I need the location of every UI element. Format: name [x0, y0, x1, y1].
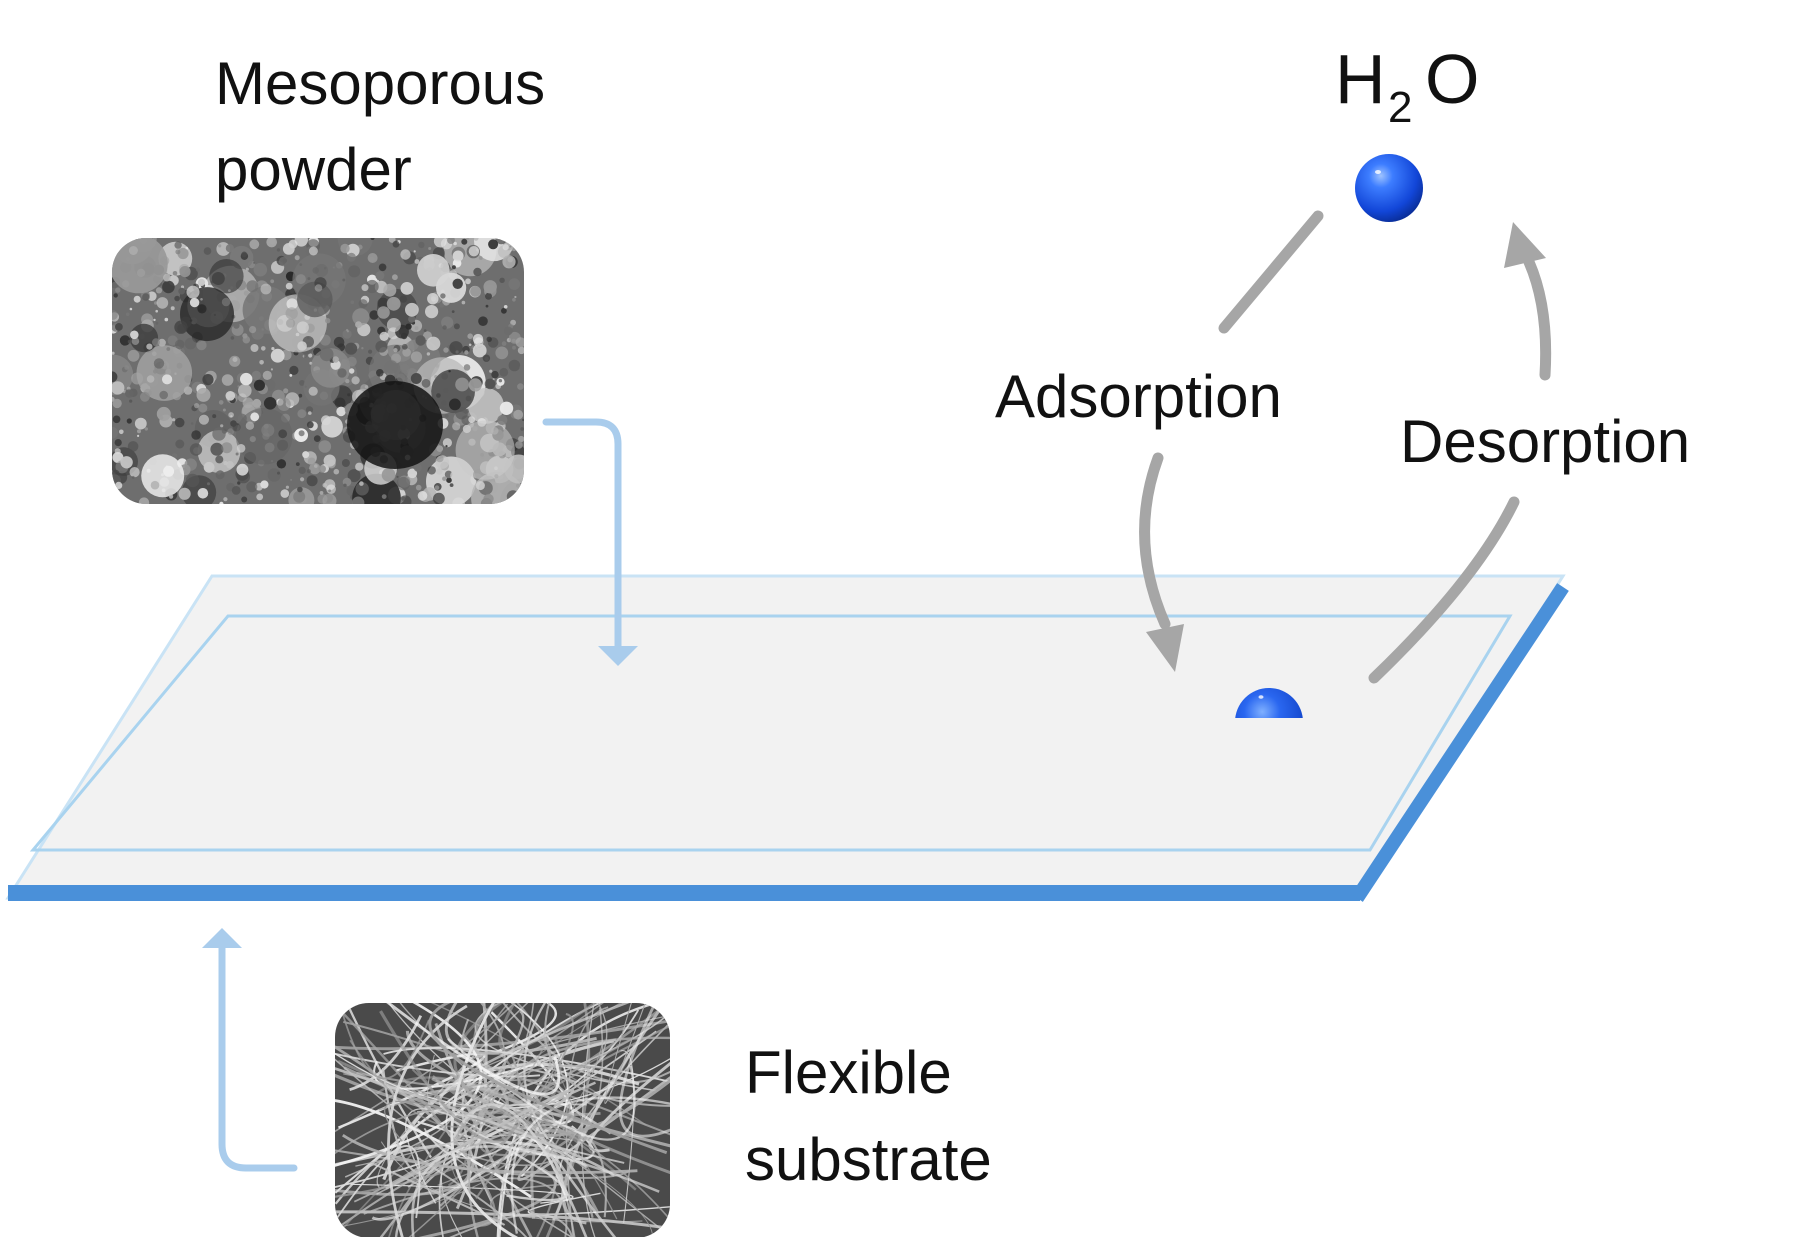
water-formula-subscript: 2: [1388, 83, 1412, 132]
powder-feed-arrow: [542, 418, 638, 666]
fiber-sem-image: [335, 1003, 670, 1237]
substrate-slab: [5, 574, 1569, 902]
desorption-arrow: [1368, 222, 1552, 684]
powder-sem-image: [112, 238, 524, 504]
adsorption-arrowhead: [1146, 624, 1184, 672]
substrate-feed-arrowhead: [202, 928, 242, 948]
adsorption-arrow: [1139, 210, 1324, 672]
substrate-feed-arrow: [202, 928, 298, 1172]
water-formula: H 2 O: [1335, 40, 1479, 132]
water-formula-o: O: [1425, 40, 1479, 118]
coating-layer: [29, 614, 1513, 852]
substrate-label-line1: Flexible: [745, 1039, 952, 1106]
adsorption-label: Adsorption: [995, 363, 1282, 430]
desorption-label: Desorption: [1400, 408, 1690, 475]
powder-label-line2: powder: [215, 136, 412, 203]
water-formula-h: H: [1335, 40, 1386, 118]
powder-feed-arrowhead: [598, 646, 638, 666]
substrate-label-line2: substrate: [745, 1126, 992, 1193]
powder-label-line1: Mesoporous: [215, 50, 545, 117]
substrate-side-edge: [1351, 583, 1569, 902]
desorption-arrowhead: [1504, 222, 1546, 268]
water-droplet-icon: [1235, 688, 1303, 718]
water-sphere-icon: [1355, 154, 1423, 222]
